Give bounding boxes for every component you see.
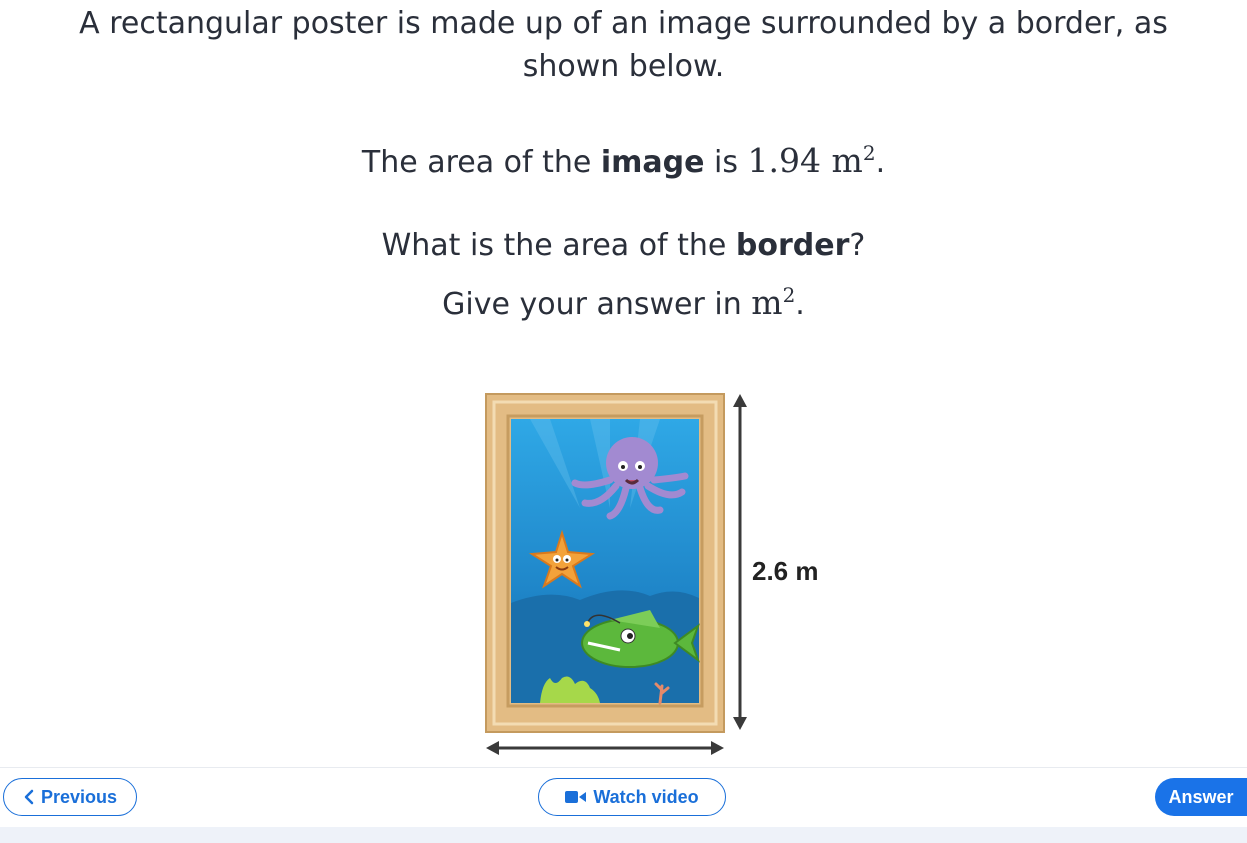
ask-text-end: ? [849, 228, 866, 263]
height-label: 2.6 m [752, 556, 819, 586]
watch-video-label: Watch video [593, 786, 699, 807]
question-line-1: A rectangular poster is made up of an im… [79, 6, 1168, 41]
poster-diagram: 2.6 m [485, 393, 819, 755]
bottom-strip [0, 827, 1247, 843]
poster-image [511, 419, 701, 705]
starfish-illustration [528, 529, 596, 589]
height-dimension [733, 394, 747, 730]
octopus-illustration [571, 437, 689, 520]
poster-figure: 2.6 m [470, 388, 850, 773]
question-line-2: shown below. [522, 49, 725, 84]
ask-statement: What is the area of the border? [0, 226, 1247, 266]
area-exponent: 2 [862, 141, 876, 165]
area-text-mid: is [704, 145, 748, 180]
area-text-end: . [875, 145, 886, 180]
ask-text-bold: border [735, 228, 850, 263]
give-text-pre: Give your answer in [442, 287, 752, 322]
area-text-bold: image [600, 145, 705, 180]
area-value: 1.94 m2 [748, 141, 876, 180]
video-camera-icon [565, 791, 587, 803]
answer-label: Answer [1168, 786, 1234, 807]
chevron-left-icon [24, 789, 34, 805]
area-unit: m [831, 141, 863, 180]
give-text-end: . [795, 287, 805, 322]
give-statement: Give your answer in m2. [0, 275, 1247, 325]
width-dimension [486, 741, 724, 755]
coral-illustration [540, 676, 670, 705]
give-unit: m [751, 283, 783, 322]
ask-text-pre: What is the area of the [381, 228, 736, 263]
area-text-pre: The area of the [361, 145, 601, 180]
area-number: 1.94 [747, 141, 822, 180]
previous-label: Previous [40, 786, 118, 807]
watch-video-button[interactable]: Watch video [538, 778, 726, 816]
fish-illustration [581, 610, 701, 668]
give-exponent: 2 [782, 283, 796, 307]
answer-button[interactable]: Answer [1155, 778, 1247, 816]
give-unit-math: m2 [751, 283, 795, 322]
previous-button[interactable]: Previous [3, 778, 137, 816]
area-statement: The area of the image is 1.94 m2. [0, 133, 1247, 183]
